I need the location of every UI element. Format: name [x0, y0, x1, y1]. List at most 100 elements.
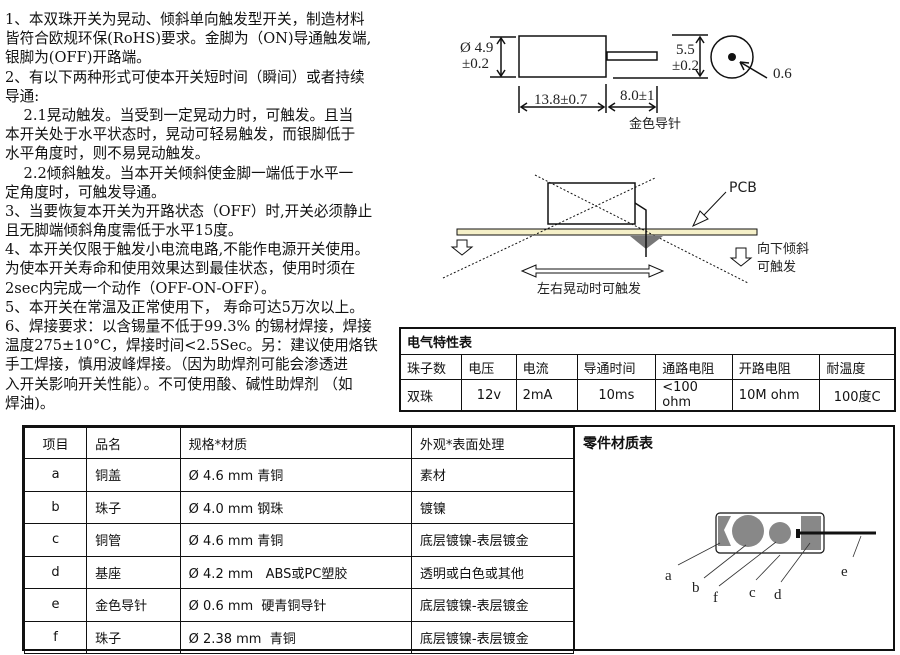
table-cell: Ø 4.6 mm 青铜 [179, 523, 412, 557]
instruction-line: 皆符合欧规环保(RoHS)要求。金脚为（ON)导通触发端, [5, 30, 372, 48]
part-label-c: c [749, 585, 756, 601]
table-header-cell: 外观*表面处理 [410, 427, 575, 459]
table-header-cell: 珠子数 [399, 354, 463, 380]
part-label-a: a [665, 568, 672, 584]
instructions-text: 1、本双珠开关为晃动、倾斜单向触发型开关，制造材料皆符合欧规环保(RoHS)要求… [5, 10, 400, 413]
down-arrow-icon [729, 247, 753, 267]
table-cell: Ø 4.6 mm 青铜 [179, 458, 412, 492]
table-cell: 铜盖 [86, 458, 181, 492]
table-cell: e [23, 588, 88, 622]
part-label-f: f [713, 590, 718, 606]
end-view-circle [710, 35, 754, 79]
shake-label: 左右晃动时可触发 [537, 281, 641, 297]
instruction-line: 焊油)。 [5, 394, 55, 412]
mounting-drawing [442, 174, 758, 284]
pcb-pointer-arrow [691, 191, 727, 228]
diameter-tolerance: ±0.2 [462, 56, 489, 72]
instruction-line: 4、本开关仅限于触发小电流电路,不能作电源开关使用。 [5, 241, 370, 259]
instruction-line: 定角度时，可触发导通。 [5, 183, 166, 201]
table-cell: 底层镀镍-表层镀金 [410, 523, 575, 557]
table-cell: 100度C [819, 379, 896, 412]
instruction-line: 温度275±10°C，焊接时间<2.5Sec。另：建议使用烙铁 [5, 337, 378, 355]
body-length-label: 13.8±0.7 [534, 92, 588, 108]
table-header-cell: 规格*材质 [179, 427, 412, 459]
table-cell: 透明或白色或其他 [410, 555, 575, 589]
height-label: 5.5 [676, 42, 695, 58]
parts-panel-title: 零件材质表 [583, 436, 653, 452]
table-cell: 2mA [515, 379, 578, 412]
pin-name-label: 金色导针 [629, 116, 681, 132]
table-cell: 珠子 [86, 490, 181, 524]
switch-pin [606, 51, 658, 61]
table-cell: b [23, 490, 88, 524]
instruction-line: 为使本开关寿命和使用效果达到最佳状态，使用时须在 [5, 260, 356, 278]
pin-dot [728, 53, 736, 61]
electrical-table-title: 电气特性表 [399, 327, 896, 355]
table-cell: 10M ohm [731, 379, 821, 412]
table-header-cell: 导通时间 [576, 354, 657, 380]
table-cell: 素材 [410, 458, 575, 492]
tilt-line-2 [442, 177, 656, 279]
table-cell: 基座 [86, 555, 181, 589]
cap-a [718, 516, 731, 546]
switch-lead [634, 202, 647, 257]
table-cell: 10ms [576, 379, 657, 412]
instruction-line: 2sec内完成一个动作（OFF-ON-OFF）。 [5, 279, 276, 297]
table-cell: 底层镀镍-表层镀金 [410, 588, 575, 622]
table-header-row: 项目品名规格*材质外观*表面处理 [23, 427, 575, 459]
parts-exploded-diagram: a b f c d e [665, 512, 876, 606]
instruction-line: 2.1晃动触发。当受到一定晃动力时，可触发。且当 [5, 106, 354, 124]
table-cell: f [23, 620, 88, 654]
instruction-line: 入开关影响开关性能）。不可使用酸、碱性助焊剂 （如 [5, 375, 353, 393]
table-header-cell: 通路电阻 [655, 354, 733, 380]
instruction-line: 且无脚端倾斜角度需低于水平15度。 [5, 222, 243, 240]
instruction-line: 1、本双珠开关为晃动、倾斜单向触发型开关，制造材料 [5, 11, 365, 28]
pcb-label: PCB [729, 180, 757, 196]
switch-dimension-drawing [490, 34, 768, 113]
table-cell: 珠子 [86, 620, 181, 654]
table-header-cell: 品名 [86, 427, 181, 459]
instruction-line: 本开关处于水平状态时，晃动可轻易触发，而银脚低于 [5, 126, 356, 144]
table-header-row: 珠子数电压电流导通时间通路电阻开路电阻耐温度 [399, 354, 896, 380]
part-label-b: b [692, 580, 700, 596]
switch-side-view [547, 182, 636, 225]
table-cell: 12v [461, 379, 517, 412]
parts-diagram-panel: 零件材质表 a b f c d e [573, 425, 899, 651]
instruction-line: 手工焊接，慎用波峰焊接。（因为助焊剂可能会渗透进 [5, 356, 348, 374]
dimension-diagram: Ø 4.9 ±0.2 13.8±0.7 8.0±1 金色导针 5.5 ±0.2 … [442, 34, 809, 297]
part-label-d: d [774, 587, 782, 603]
table-cell: Ø 2.38 mm 青铜 [179, 620, 412, 654]
table-cell: 底层镀镍-表层镀金 [410, 620, 575, 654]
table-header-cell: 电压 [461, 354, 517, 380]
part-label-e: e [841, 564, 848, 580]
table-cell: <100 ohm [655, 379, 733, 412]
table-cell: 金色导针 [86, 588, 181, 622]
height-tolerance: ±0.2 [672, 58, 699, 74]
pin-length-label: 8.0±1 [620, 88, 654, 104]
instruction-line: 水平角度时，则不易晃动触发。 [5, 145, 210, 163]
ball-f [769, 522, 791, 544]
instruction-line: 3、当要恢复本开关为开路状态（OFF）时,开关必须静止 [5, 202, 373, 220]
table-cell: 镀镍 [410, 490, 575, 524]
diameter-label: Ø 4.9 [460, 40, 493, 56]
pin-diameter-label: 0.6 [773, 66, 792, 82]
instruction-line: 2、有以下两种形式可使本开关短时间（瞬间）或者持续 [5, 68, 365, 86]
table-header-cell: 耐温度 [819, 354, 896, 380]
table-cell: c [23, 523, 88, 557]
tilt-trigger-label: 可触发 [757, 259, 796, 275]
instruction-line: 银脚为(OFF)开路端。 [5, 49, 151, 67]
instruction-line: 2.2倾斜触发。当本开关倾斜使金脚一端低于水平一 [5, 164, 354, 182]
shake-double-arrow [520, 264, 665, 278]
instruction-line: 导通: [5, 87, 40, 105]
table-cell: Ø 0.6 mm 硬青铜导针 [179, 588, 412, 622]
instruction-line: 6、焊接要求：以含锡量不低于99.3% 的锡材焊接，焊接 [5, 318, 372, 335]
